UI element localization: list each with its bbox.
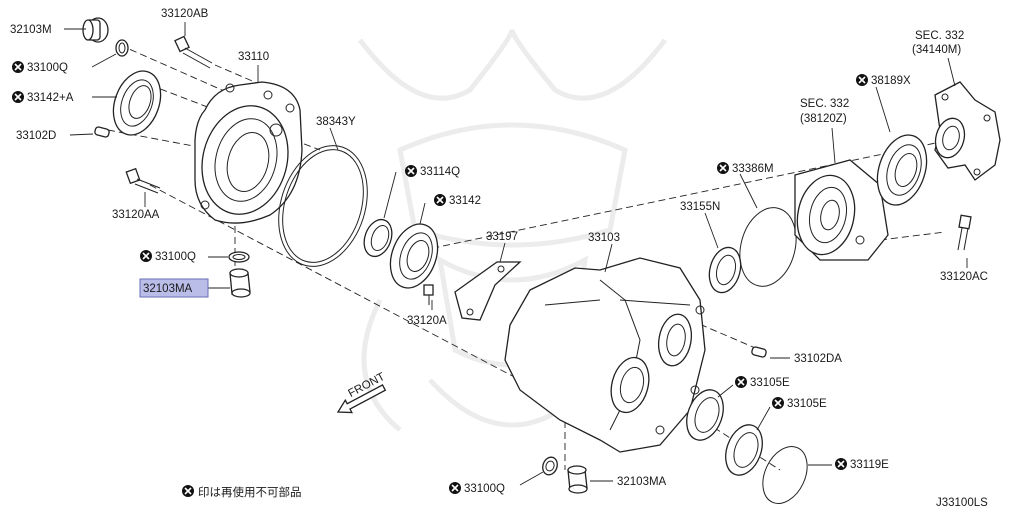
o-ring-38343Y xyxy=(278,145,368,267)
gasket-33100Q-c xyxy=(542,456,558,476)
x-circle-icon xyxy=(405,165,417,177)
bolt-33120AA xyxy=(125,167,161,194)
label-33142: 33142 xyxy=(449,195,481,207)
x-circle-icon xyxy=(182,485,194,497)
gasket-33100Q-b xyxy=(228,251,250,263)
oil-seal-38189X xyxy=(876,134,928,206)
label-33105E-a: 33105E xyxy=(750,377,790,389)
bracket-33197 xyxy=(454,261,522,321)
x-circle-icon xyxy=(434,194,446,206)
oil-seal-33142 xyxy=(389,223,439,289)
bolt-33120A xyxy=(423,284,434,305)
plug-32103M xyxy=(82,17,109,43)
label-33102DA: 33102DA xyxy=(794,353,842,365)
label-33155N: 33155N xyxy=(680,201,720,213)
x-circle-icon xyxy=(12,61,24,73)
label-33103: 33103 xyxy=(588,232,620,244)
label-33120AB: 33120AB xyxy=(161,8,209,20)
label-sec332-b: SEC. 332 xyxy=(915,30,964,42)
label-32103M: 32103M xyxy=(10,24,52,36)
gasket-33100Q-a xyxy=(115,39,129,57)
label-32103MA-a[interactable]: 32103MA xyxy=(143,283,193,295)
legend-text: 印は再使用不可部品 xyxy=(198,485,302,499)
label-33120A: 33120A xyxy=(407,315,447,327)
rear-adapter-38120Z xyxy=(794,159,889,261)
label-33142A: 33142+A xyxy=(27,92,74,104)
label-32103MA-b: 32103MA xyxy=(617,476,667,488)
label-33120AC: 33120AC xyxy=(940,271,988,283)
label-33105E-b: 33105E xyxy=(787,398,827,410)
x-circle-icon xyxy=(717,162,729,174)
front-cover-33110 xyxy=(194,81,303,224)
plug-32103MA-a xyxy=(229,268,251,298)
label-33114Q: 33114Q xyxy=(420,166,460,178)
diagram-code: J33100LS xyxy=(936,497,988,509)
seal-33114Q xyxy=(363,218,393,258)
shim-33155N xyxy=(708,246,742,294)
x-circle-icon xyxy=(835,458,847,470)
x-circle-icon xyxy=(140,250,152,262)
x-circle-icon xyxy=(735,376,747,388)
o-ring-33119E xyxy=(762,446,808,504)
bolt-33120AB xyxy=(174,35,213,69)
transfer-case-housing-33103 xyxy=(504,257,706,453)
x-circle-icon xyxy=(449,482,461,494)
oil-seal-33142A xyxy=(112,70,162,136)
plug-32103MA-b xyxy=(567,465,588,494)
label-sec332-a: SEC. 332 xyxy=(800,98,849,110)
label-33100Q-a: 33100Q xyxy=(27,62,68,74)
dowel-pin-33102DA xyxy=(751,346,767,358)
highlight-badge[interactable] xyxy=(139,278,209,298)
label-33110: 33110 xyxy=(238,51,269,63)
dowel-pin-33102D xyxy=(94,126,110,138)
x-circle-icon xyxy=(856,74,868,86)
o-ring-33386M xyxy=(739,207,797,287)
label-sec332-34140M: (34140M) xyxy=(912,44,961,56)
seal-33105E-a xyxy=(686,389,724,441)
seal-33105E-b xyxy=(725,424,763,476)
label-33197: 33197 xyxy=(486,231,518,243)
bolt-33120AC xyxy=(957,214,972,251)
x-circle-icon xyxy=(12,91,24,103)
label-38189X: 38189X xyxy=(871,75,911,87)
label-38343Y: 38343Y xyxy=(316,116,356,128)
label-33100Q-c: 33100Q xyxy=(464,483,505,495)
label-33120AA: 33120AA xyxy=(112,209,160,221)
companion-flange-34140M xyxy=(934,81,1001,181)
label-33100Q-b: 33100Q xyxy=(155,251,196,263)
label-33119E: 33119E xyxy=(850,459,889,471)
label-33102D: 33102D xyxy=(16,130,56,142)
label-33386M: 33386M xyxy=(732,163,774,175)
x-circle-icon xyxy=(772,397,784,409)
label-sec332-38120Z: (38120Z) xyxy=(800,113,847,125)
